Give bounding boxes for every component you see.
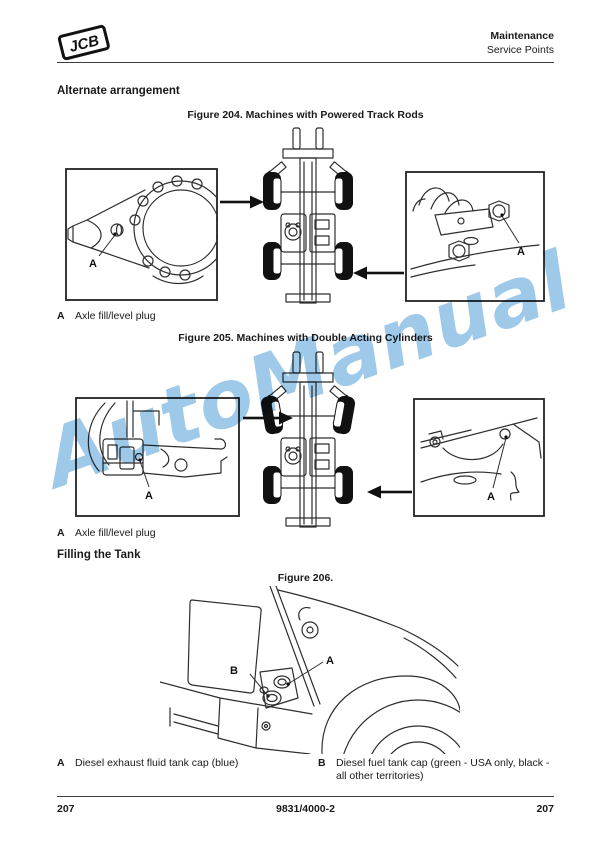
figure-206-callout-b-row: B Diesel fuel tank cap (green - USA only… [318,757,556,783]
figure-206-callout-a-letter: A [326,655,334,667]
figure-205-right-callout-letter: A [487,491,495,503]
header-rule [57,62,554,63]
figure-205-left-callout-letter: A [145,490,153,502]
arrow-left-to-machine-icon [220,195,264,209]
figure-206-callout-a-text: Diesel exhaust fluid tank cap (blue) [75,757,239,769]
figure-206-callout-b-key: B [318,757,326,769]
footer-rule [57,796,554,797]
alternate-arrangement-heading: Alternate arrangement [57,85,180,97]
figure-204-left-callout-letter: A [89,258,97,270]
figure-205-caption: Figure 205. Machines with Double Acting … [178,332,433,344]
figure-204-caption: Figure 204. Machines with Powered Track … [187,109,424,121]
figure-205-callout-letter: A [57,527,65,539]
figure-204-callout-row: A Axle fill/level plug [57,310,156,323]
figure-204-right-detail: A [405,171,545,302]
jcb-logo: JCB [57,24,110,61]
figure-206-caption: Figure 206. [277,572,334,584]
header-section: Service Points [486,44,554,56]
figure-206-callout-b-text: Diesel fuel tank cap (green - USA only, … [336,757,550,782]
figure-204-right-callout-letter: A [517,246,525,258]
figure-206-callout-b-letter: B [230,665,238,677]
header-chapter: Maintenance [490,30,554,42]
figure-204-illustration: A [65,127,545,304]
figure-205-callout-row: A Axle fill/level plug [57,527,156,540]
jcb-logo-text: JCB [68,32,101,56]
figure-206-illustration: A B [160,586,460,754]
figure-206-callout-a-key: A [57,757,65,769]
figure-204-machine-top-view [263,127,353,304]
filling-the-tank-heading: Filling the Tank [57,549,141,561]
footer-doc-number: 9831/4000-2 [276,803,335,815]
arrow-right-to-machine-icon [353,266,404,280]
figure-204-callout-text: Axle fill/level plug [75,310,156,322]
figure-206-callout-a-row: A Diesel exhaust fluid tank cap (blue) [57,757,309,770]
figure-205-left-detail: A [75,397,240,517]
figure-205-illustration: A [75,351,545,528]
figure-205-right-detail: A [413,398,545,517]
arrow-right-to-machine-icon [367,485,412,499]
footer-page-number-right: 207 [536,803,554,815]
figure-204-callout-letter: A [57,310,65,322]
arrow-left-to-machine-icon [243,411,293,425]
footer-page-number-left: 207 [57,803,75,815]
machine-wheels [263,172,353,280]
figure-204-left-detail: A [65,168,218,301]
figure-205-machine-top-view [260,351,356,528]
machine-wheels [260,395,356,504]
figure-205-callout-text: Axle fill/level plug [75,527,156,539]
header-right: Maintenance Service Points [487,29,554,57]
